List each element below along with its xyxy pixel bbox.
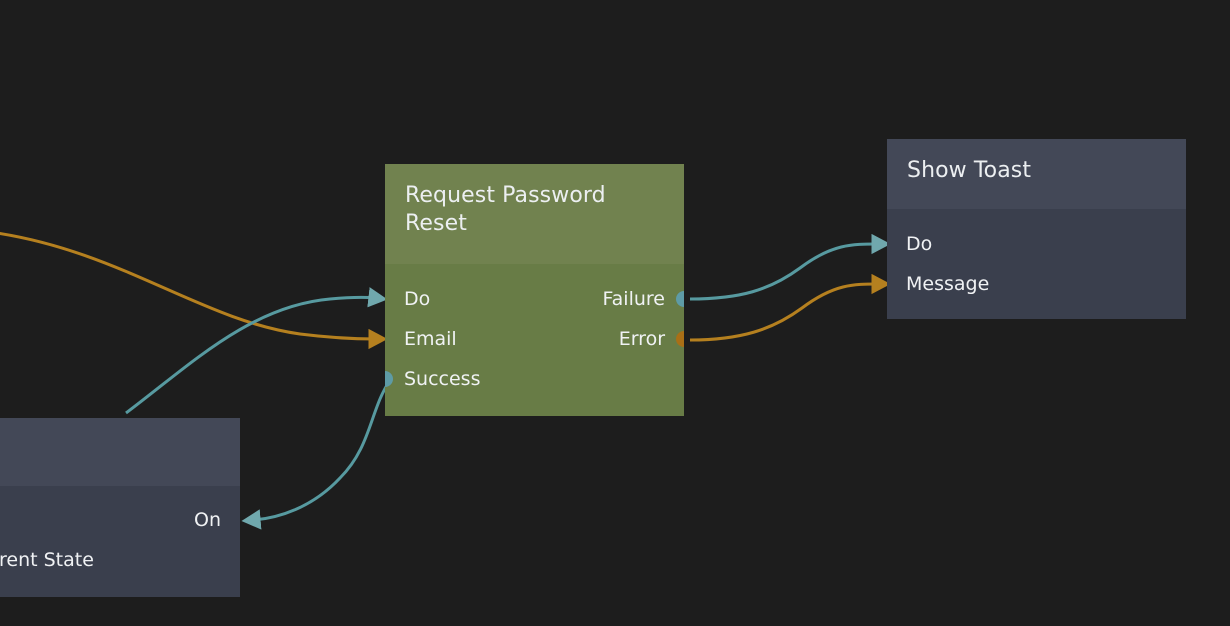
port-row-do[interactable]: Do [887, 234, 1186, 254]
node-show-toast[interactable]: Show Toast Do Message [887, 139, 1186, 319]
port-label-email: Email [404, 328, 457, 350]
port-dot-failure-out[interactable] [676, 291, 684, 307]
node-body-show-toast: Do Message [887, 209, 1186, 319]
port-label-error: Error [618, 328, 665, 350]
node-body-request-password-reset: Do Failure Email Error Success [385, 264, 684, 416]
port-dot-success-in[interactable] [385, 371, 393, 387]
port-label-current-state: rent State [0, 549, 94, 571]
port-row-on[interactable]: On [0, 510, 240, 530]
port-label-failure: Failure [602, 288, 665, 310]
edge-failure-to-do [689, 233, 891, 301]
node-switch[interactable]: tch On rent State [0, 418, 240, 597]
node-title-show-toast: Show Toast [887, 139, 1186, 209]
edge-error-to-message [689, 273, 891, 342]
port-label-on: On [194, 509, 221, 531]
edge-incoming-email [0, 232, 388, 350]
port-label-message: Message [906, 273, 990, 295]
port-row-do[interactable]: Do Failure [385, 289, 684, 309]
port-label-success: Success [404, 368, 481, 390]
node-body-switch: On rent State [0, 486, 240, 597]
port-dot-error-out[interactable] [676, 331, 684, 347]
node-request-password-reset[interactable]: Request Password Reset Do Failure Email … [385, 164, 684, 416]
node-title-switch: tch [0, 418, 240, 486]
port-row-email[interactable]: Email Error [385, 329, 684, 349]
port-row-message[interactable]: Message [887, 274, 1186, 294]
edge-switch-to-do [125, 287, 388, 415]
port-row-success[interactable]: Success [385, 369, 684, 389]
node-title-text: Show Toast [907, 158, 1032, 183]
node-title-request-password-reset: Request Password Reset [385, 164, 684, 264]
port-label-do: Do [906, 233, 933, 255]
edge-success-to-on [241, 378, 393, 530]
port-row-current-state[interactable]: rent State [0, 550, 240, 570]
node-title-text: Request Password Reset [405, 183, 606, 236]
port-label-do: Do [404, 288, 431, 310]
